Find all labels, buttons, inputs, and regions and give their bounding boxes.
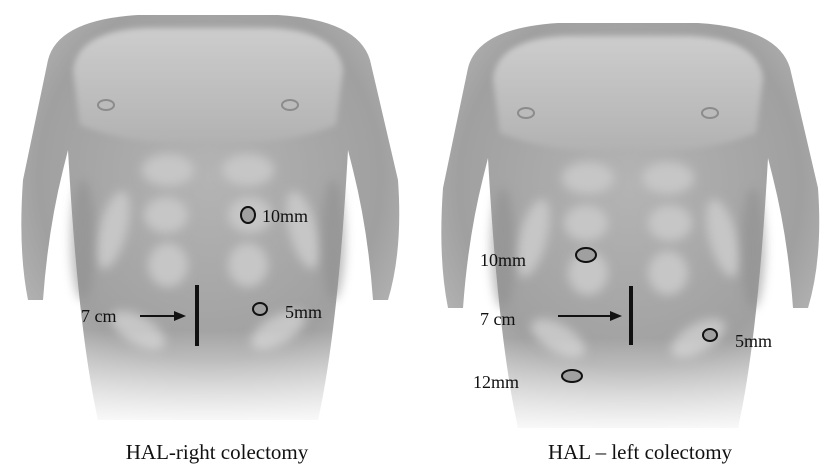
port-5mm-label: 5mm: [285, 302, 322, 322]
port-10mm-marker: [576, 248, 596, 262]
incision-label: 7 cm: [480, 309, 516, 329]
panel-right-colectomy: 10mm 5mm 7 cm HAL-right colectomy: [18, 15, 408, 464]
port-5mm-label: 5mm: [735, 331, 772, 351]
torso-illustration: [18, 15, 408, 430]
port-5mm-marker: [253, 303, 267, 315]
incision-label: 7 cm: [81, 306, 117, 326]
port-10mm-label: 10mm: [480, 250, 526, 270]
port-12mm-label: 12mm: [473, 372, 519, 392]
port-12mm-marker: [562, 370, 582, 382]
panel-left-colectomy: 10mm 7 cm 5mm 12mm HAL – left colectomy: [438, 23, 827, 464]
port-10mm-label: 10mm: [262, 206, 308, 226]
port-10mm-marker: [241, 207, 255, 223]
caption-left-colectomy: HAL – left colectomy: [548, 440, 733, 464]
caption-right-colectomy: HAL-right colectomy: [126, 440, 309, 464]
port-5mm-marker: [703, 329, 717, 341]
